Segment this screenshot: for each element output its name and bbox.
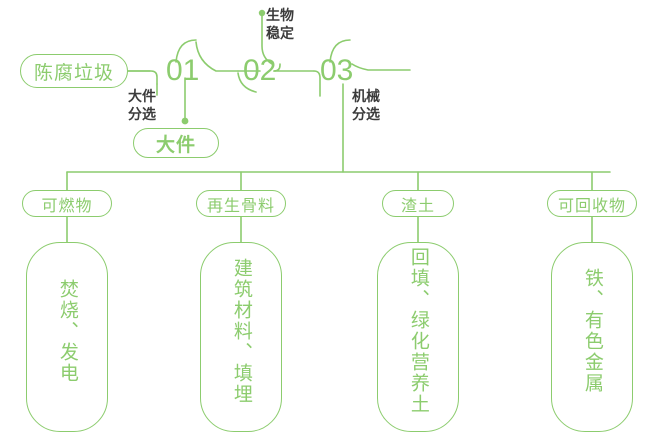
- dot-daijian: [181, 117, 189, 125]
- step-label-02-line-2: 稳定: [266, 24, 294, 41]
- wire-root-corner: [127, 70, 158, 85]
- node-usage-2-label: 回填、绿化营养土: [407, 247, 429, 415]
- node-usage-0[interactable]: 焚烧、发电: [26, 242, 108, 432]
- step-number-01: 01: [166, 54, 200, 87]
- node-category-1[interactable]: 再生骨料: [196, 190, 286, 217]
- wire-02-riser: [273, 63, 281, 72]
- step-label-02-line-1: 生物: [266, 7, 294, 23]
- node-output-daijian[interactable]: 大件: [133, 128, 219, 158]
- step-label-03: 机械 分选: [352, 88, 380, 123]
- node-usage-1-label: 建筑材料、填埋: [230, 257, 252, 405]
- step-label-03-line-1: 机械: [352, 88, 380, 104]
- node-usage-2[interactable]: 回填、绿化营养土: [377, 242, 459, 432]
- node-root[interactable]: 陈腐垃圾: [20, 54, 128, 88]
- node-usage-0-label: 焚烧、发电: [56, 278, 78, 384]
- node-output-daijian-label: 大件: [155, 134, 196, 156]
- node-category-0-label: 可燃物: [41, 197, 93, 215]
- step-number-02: 02: [243, 54, 277, 87]
- node-category-0[interactable]: 可燃物: [22, 190, 112, 217]
- wire-03-corner-down: [313, 70, 321, 97]
- step-label-01: 大件 分选: [128, 88, 156, 123]
- step-label-03-line-2: 分选: [352, 105, 380, 122]
- node-category-2[interactable]: 渣土: [382, 190, 454, 217]
- node-usage-1[interactable]: 建筑材料、填埋: [200, 242, 282, 432]
- diagram-canvas: 陈腐垃圾 01 02 03 大件 分选 生物 稳定 机械 分选 大件 可燃物 再…: [20, 7, 637, 432]
- node-category-3-label: 可回收物: [557, 197, 626, 215]
- node-usage-3-label: 铁、有色金属: [581, 268, 603, 394]
- arc-below-02: [237, 72, 257, 93]
- node-category-1-label: 再生骨料: [206, 197, 275, 215]
- step-label-01-line-1: 大件: [128, 88, 156, 104]
- step-label-01-line-2: 分选: [128, 105, 156, 122]
- step-label-02: 生物 稳定: [266, 7, 294, 42]
- node-category-2-label: 渣土: [400, 197, 435, 215]
- node-category-3[interactable]: 可回收物: [547, 190, 637, 217]
- wire-02-to-biostable: [261, 13, 273, 65]
- node-usage-3[interactable]: 铁、有色金属: [551, 242, 633, 432]
- node-root-label: 陈腐垃圾: [33, 62, 114, 84]
- wire-03-tail: [351, 63, 411, 71]
- dot-biostable: [258, 9, 266, 17]
- arc-above-01: [175, 39, 197, 63]
- arc-above-03: [329, 39, 351, 63]
- connector-lines: [66, 9, 611, 243]
- step-number-03: 03: [320, 54, 354, 87]
- wire-01-to-02-left: [195, 41, 239, 72]
